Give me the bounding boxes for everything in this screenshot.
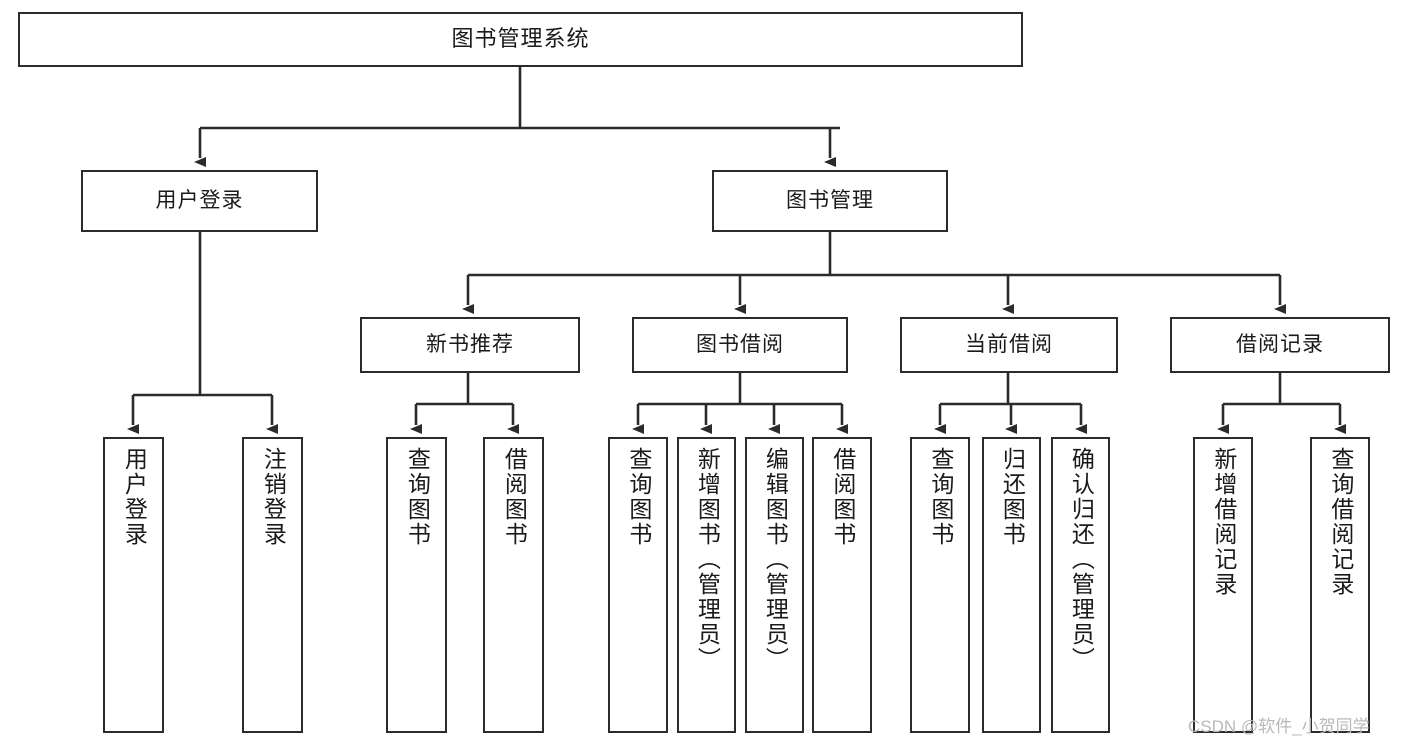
watermark: CSDN @软件_小贺同学 bbox=[1188, 717, 1370, 736]
node-book-borrow-label: 图书借阅 bbox=[696, 333, 784, 357]
node-book-borrow[interactable]: 图书借阅 bbox=[632, 317, 848, 373]
node-book-management[interactable]: 图书管理 bbox=[712, 170, 948, 232]
node-book-management-label: 图书管理 bbox=[786, 189, 874, 213]
node-leaf-query-book-3[interactable]: 查询图书 bbox=[910, 437, 970, 733]
node-leaf-borrow-book-1-label: 借阅图书 bbox=[501, 447, 528, 547]
node-leaf-return-book-label: 归还图书 bbox=[999, 447, 1026, 547]
node-leaf-query-borrow-record[interactable]: 查询借阅记录 bbox=[1310, 437, 1370, 733]
node-borrow-record-label: 借阅记录 bbox=[1236, 333, 1324, 357]
node-leaf-edit-book-admin-label: 编辑图书（管理员） bbox=[762, 447, 789, 672]
node-leaf-borrow-book-2-label: 借阅图书 bbox=[829, 447, 856, 547]
node-root-label: 图书管理系统 bbox=[451, 26, 590, 52]
node-leaf-query-borrow-record-label: 查询借阅记录 bbox=[1327, 447, 1354, 597]
node-leaf-add-borrow-record[interactable]: 新增借阅记录 bbox=[1193, 437, 1253, 733]
node-leaf-return-book[interactable]: 归还图书 bbox=[982, 437, 1041, 733]
node-current-borrow[interactable]: 当前借阅 bbox=[900, 317, 1118, 373]
node-borrow-record[interactable]: 借阅记录 bbox=[1170, 317, 1390, 373]
node-user-login-label: 用户登录 bbox=[155, 189, 244, 213]
node-leaf-query-book-2-label: 查询图书 bbox=[625, 447, 652, 547]
node-leaf-edit-book-admin[interactable]: 编辑图书（管理员） bbox=[745, 437, 804, 733]
node-leaf-add-borrow-record-label: 新增借阅记录 bbox=[1210, 447, 1237, 597]
node-new-book-recommend[interactable]: 新书推荐 bbox=[360, 317, 580, 373]
node-leaf-user-login-label: 用户登录 bbox=[121, 447, 148, 547]
node-leaf-borrow-book-1[interactable]: 借阅图书 bbox=[483, 437, 544, 733]
node-leaf-add-book-admin-label: 新增图书（管理员） bbox=[694, 447, 721, 672]
node-leaf-query-book-3-label: 查询图书 bbox=[927, 447, 954, 547]
node-leaf-user-login[interactable]: 用户登录 bbox=[103, 437, 164, 733]
node-current-borrow-label: 当前借阅 bbox=[965, 333, 1053, 357]
node-leaf-borrow-book-2[interactable]: 借阅图书 bbox=[812, 437, 872, 733]
node-leaf-logout-login-label: 注销登录 bbox=[260, 447, 287, 547]
node-leaf-confirm-return-admin-label: 确认归还（管理员） bbox=[1068, 447, 1095, 672]
node-leaf-confirm-return-admin[interactable]: 确认归还（管理员） bbox=[1051, 437, 1110, 733]
node-leaf-add-book-admin[interactable]: 新增图书（管理员） bbox=[677, 437, 736, 733]
node-leaf-query-book-1[interactable]: 查询图书 bbox=[386, 437, 447, 733]
node-leaf-logout-login[interactable]: 注销登录 bbox=[242, 437, 303, 733]
node-leaf-query-book-2[interactable]: 查询图书 bbox=[608, 437, 668, 733]
node-new-book-recommend-label: 新书推荐 bbox=[426, 333, 514, 357]
node-leaf-query-book-1-label: 查询图书 bbox=[404, 447, 431, 547]
node-user-login[interactable]: 用户登录 bbox=[81, 170, 318, 232]
node-root[interactable]: 图书管理系统 bbox=[18, 12, 1023, 67]
